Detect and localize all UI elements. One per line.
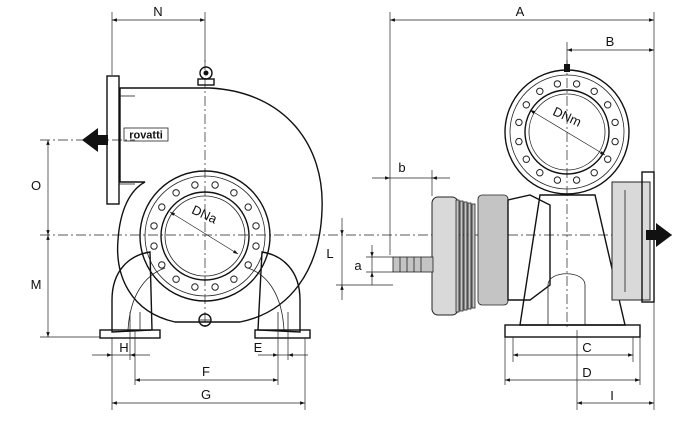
discharge-flow-arrow-icon bbox=[82, 128, 108, 152]
bolt-hole bbox=[572, 176, 581, 184]
bolt-hole bbox=[244, 261, 252, 269]
bolt-hole bbox=[611, 118, 619, 127]
casing-side bbox=[611, 181, 651, 301]
bolt-hole bbox=[522, 101, 530, 109]
bolt-hole bbox=[244, 203, 252, 211]
brand-plate bbox=[123, 127, 169, 142]
dim-b-label: b bbox=[398, 160, 405, 175]
pulley-groove bbox=[459, 200, 464, 312]
bolt-hole bbox=[553, 80, 562, 88]
discharge-diameter-line bbox=[529, 109, 606, 156]
bolt-hole bbox=[515, 118, 523, 127]
bolt-hole bbox=[553, 176, 562, 184]
dim-F-label: F bbox=[202, 364, 210, 379]
dim-a-label: a bbox=[354, 258, 362, 273]
bolt-hole bbox=[536, 87, 544, 96]
dimension-lines: N A B b O M L a bbox=[31, 4, 655, 410]
bolt-hole bbox=[252, 242, 260, 250]
pulley-groove bbox=[467, 202, 472, 310]
bolt-hole bbox=[252, 222, 260, 230]
bolt-hole bbox=[572, 80, 581, 88]
pto-shaft bbox=[392, 256, 434, 273]
dim-I-label: I bbox=[610, 388, 614, 403]
pulley-groove bbox=[455, 199, 460, 313]
bolt-hole bbox=[604, 155, 612, 163]
pump-pedestal bbox=[519, 194, 626, 326]
bolt-hole bbox=[230, 189, 238, 197]
bolt-hole bbox=[211, 283, 219, 291]
bolt-hole bbox=[158, 261, 166, 269]
dim-N-label: N bbox=[153, 4, 162, 19]
bolt-hole bbox=[604, 101, 612, 109]
bolt-hole bbox=[611, 137, 619, 146]
gear-housing bbox=[477, 194, 509, 306]
bolt-hole bbox=[515, 137, 523, 146]
bolt-hole bbox=[211, 181, 219, 189]
brand-label: rovatti bbox=[129, 130, 163, 142]
bolt-hole bbox=[522, 155, 530, 163]
inlet-flow-arrow-icon bbox=[646, 223, 672, 247]
pulley-disc-outer bbox=[431, 196, 459, 316]
left-foot bbox=[111, 251, 153, 333]
bolt-hole bbox=[191, 181, 199, 189]
right-foot bbox=[257, 251, 301, 333]
volute-casing bbox=[116, 87, 323, 323]
dim-C-label: C bbox=[582, 340, 591, 355]
bolt-hole bbox=[172, 189, 180, 197]
bolt-hole bbox=[150, 242, 158, 250]
dim-D-label: D bbox=[582, 365, 591, 380]
discharge-flange bbox=[504, 69, 630, 195]
dim-E-label: E bbox=[254, 340, 263, 355]
bolt-hole bbox=[150, 222, 158, 230]
suction-diameter-line bbox=[169, 211, 239, 255]
pump-side-view: DNm bbox=[392, 60, 672, 338]
pump-front-view: rovatti DNa bbox=[82, 66, 323, 339]
bolt-hole bbox=[590, 169, 598, 177]
pulley-grooves bbox=[455, 199, 476, 313]
bolt-hole bbox=[158, 203, 166, 211]
dim-A-label: A bbox=[516, 4, 525, 19]
side-base-plate bbox=[504, 324, 641, 338]
dim-M-label: M bbox=[31, 277, 42, 292]
lifting-eye-icon bbox=[197, 66, 215, 86]
dim-B-label: B bbox=[606, 34, 615, 49]
bearing-housing bbox=[507, 194, 551, 301]
bolt-hole bbox=[230, 275, 238, 283]
dim-G-label: G bbox=[201, 387, 211, 402]
bolt-hole bbox=[590, 87, 598, 96]
pulley-groove bbox=[471, 203, 476, 309]
dim-O-label: O bbox=[31, 178, 41, 193]
right-base-plate bbox=[254, 329, 311, 339]
dim-L-label: L bbox=[326, 246, 333, 261]
bolt-hole bbox=[191, 283, 199, 291]
suction-flange bbox=[139, 170, 271, 302]
pedestal-window bbox=[547, 273, 586, 325]
bolt-hole bbox=[536, 169, 544, 177]
dim-H-label: H bbox=[119, 340, 128, 355]
pulley-groove bbox=[463, 201, 468, 311]
bolt-hole bbox=[172, 275, 180, 283]
